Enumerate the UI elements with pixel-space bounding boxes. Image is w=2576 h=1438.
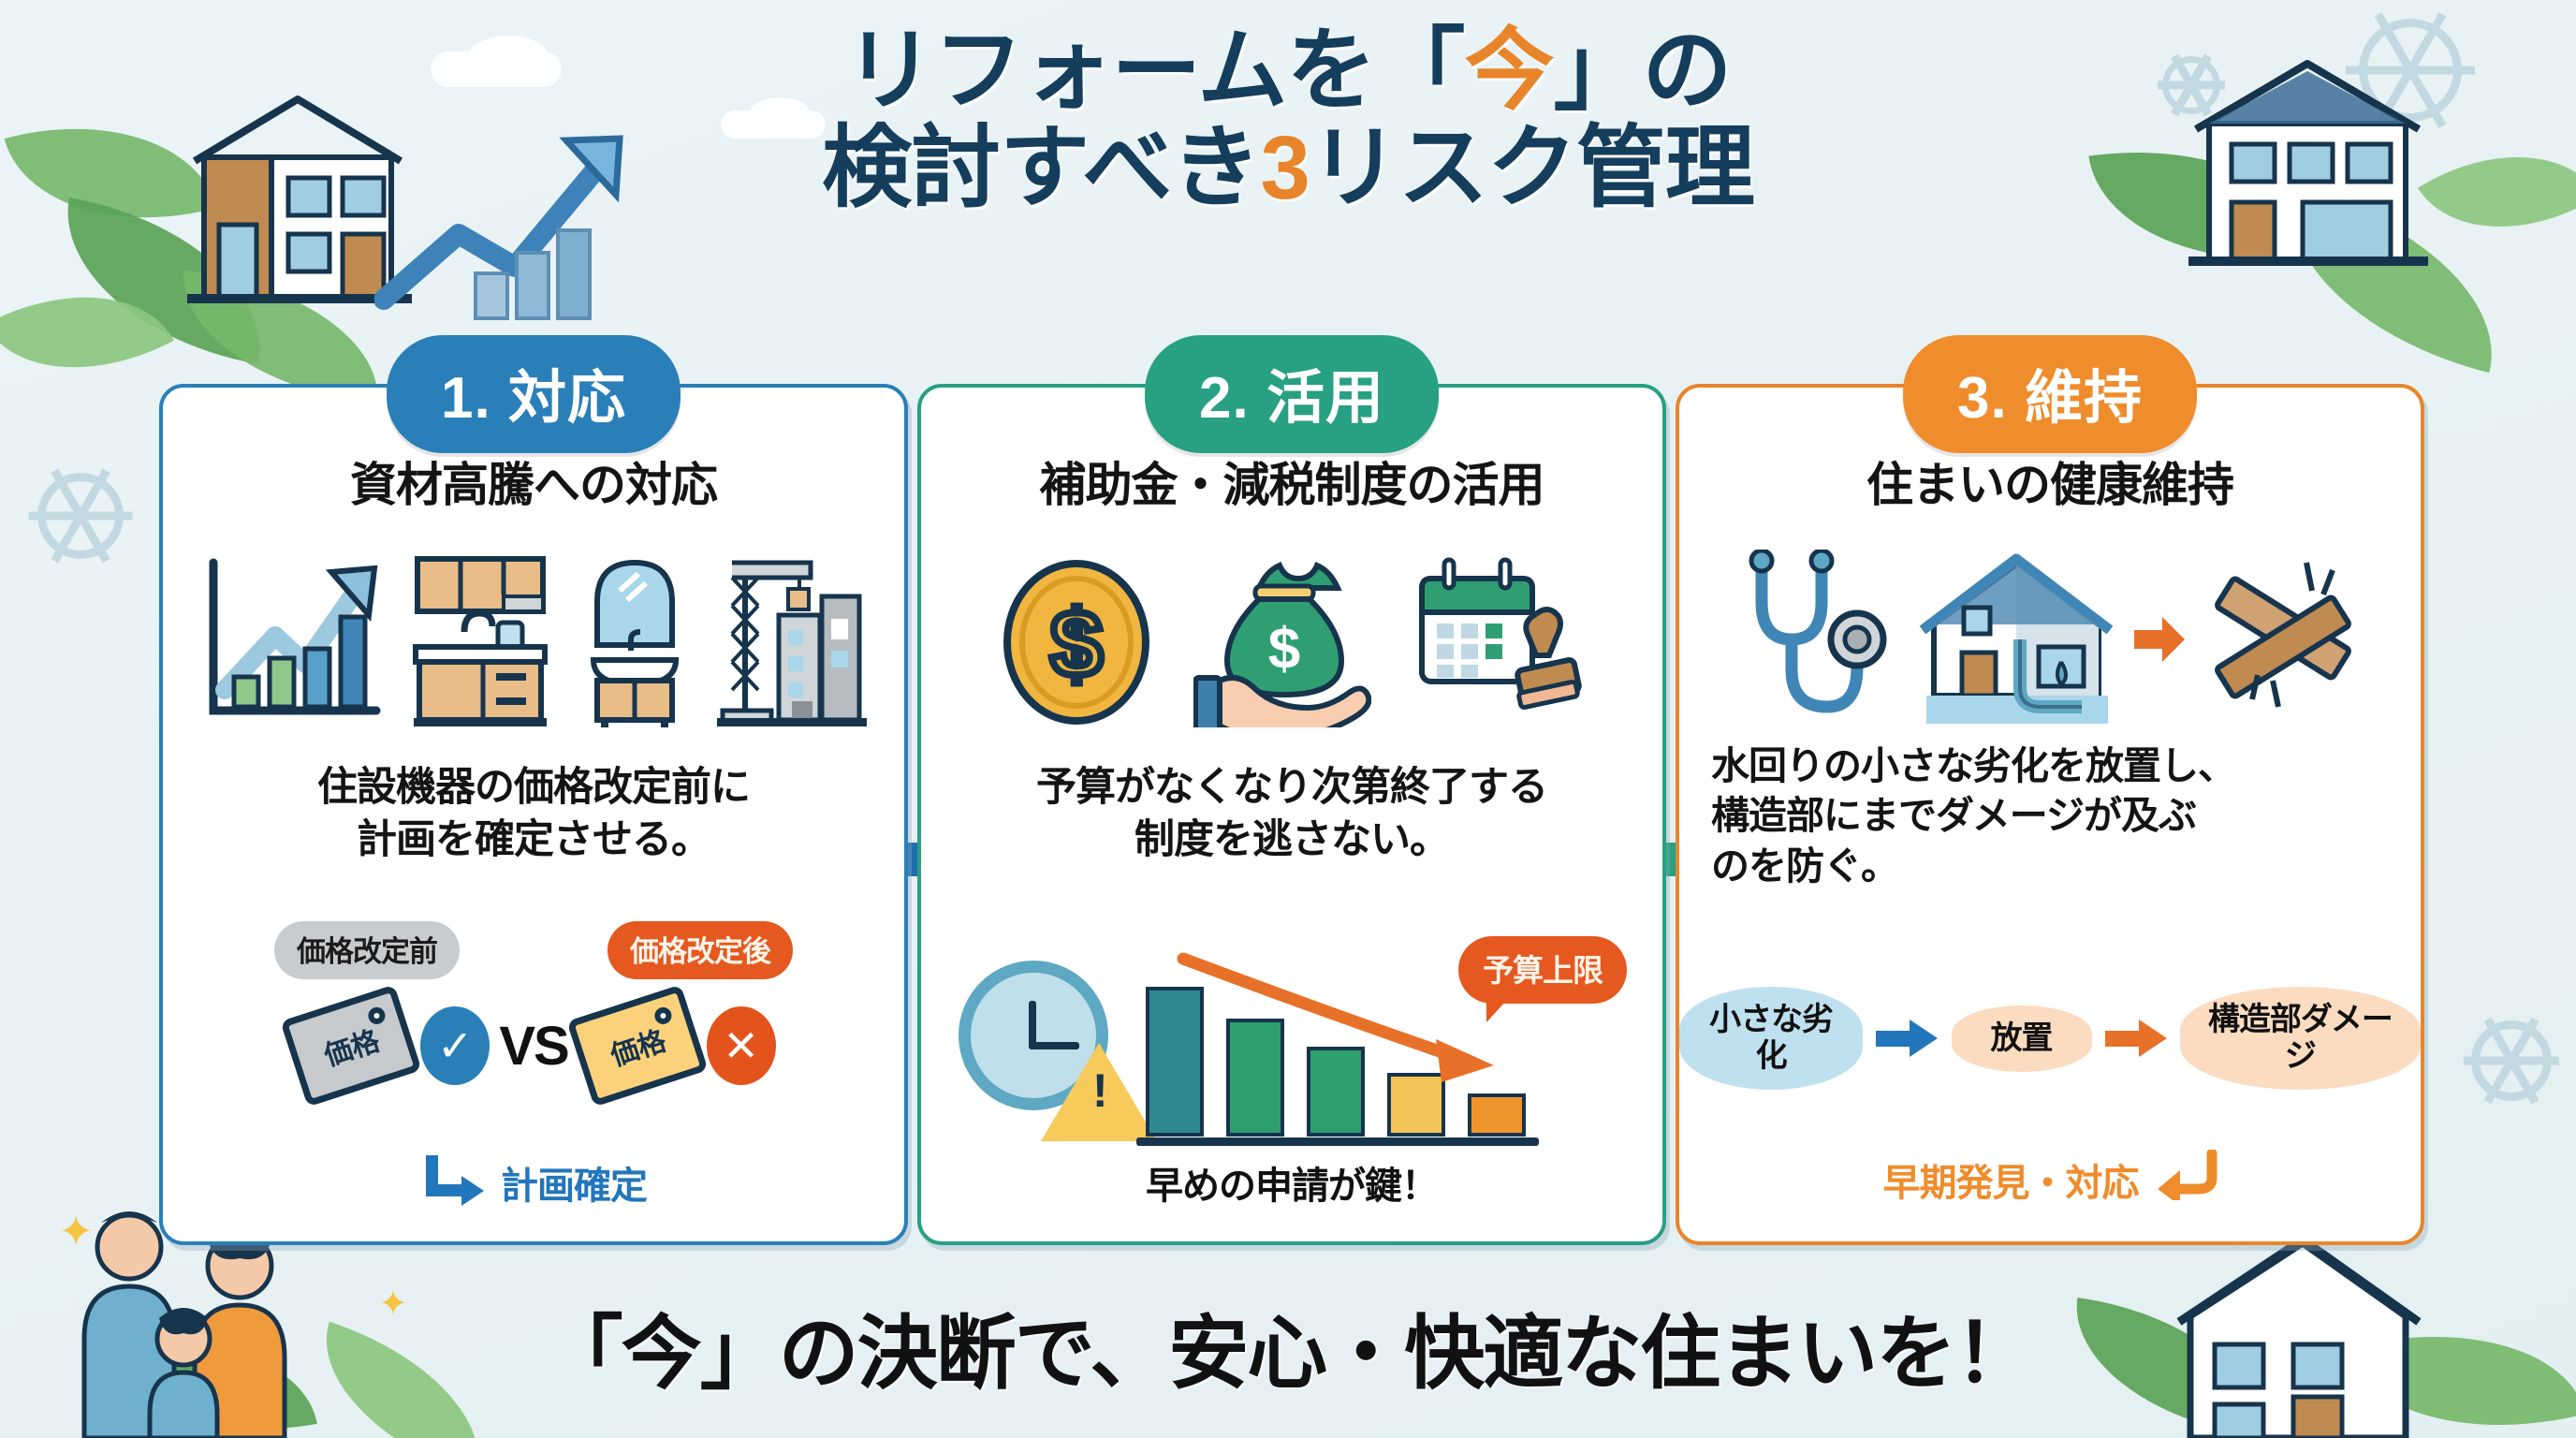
- card-1-footer-label: 計画確定: [501, 1166, 648, 1207]
- gear-icon: [2162, 53, 2220, 117]
- card-2-heading: 補助金・減税制度の活用: [1039, 459, 1545, 511]
- card-response[interactable]: 1. 対応 資材高騰への対応: [159, 335, 908, 1245]
- kitchen-cabinet-icon: [410, 550, 550, 732]
- curved-left-arrow-icon: [2152, 1148, 2217, 1210]
- rising-bar-chart-icon: [200, 550, 388, 732]
- corner-arrow-icon: [420, 1155, 488, 1210]
- family-illustration: [56, 1198, 365, 1438]
- pill-before-price-revision: 価格改定前: [274, 921, 460, 979]
- budget-limit-bubble: 予算上限: [1458, 936, 1627, 1022]
- card-3-body: 水回りの小さな劣化を放置し、 構造部にまでダメージが及ぶ のを防ぐ。: [1679, 741, 2421, 891]
- budget-decline-chart: [1136, 968, 1539, 1146]
- card-3-body-line-1: 水回りの小さな劣化を放置し、: [1711, 744, 2236, 787]
- svg-text:$: $: [1050, 592, 1103, 697]
- house-illustration-bottom-right: [2153, 1226, 2434, 1438]
- cloud-icon: [468, 36, 549, 79]
- chart-bar: [1146, 987, 1204, 1137]
- card-utilize[interactable]: 2. 活用 補助金・減税制度の活用 $ $: [917, 335, 1666, 1245]
- card-2-body-line-2: 制度を逃さない。: [1134, 816, 1450, 862]
- svg-text:$: $: [1268, 617, 1300, 682]
- damage-progression-chain: 小さな劣化 放置 構造部ダメージ: [1679, 987, 2421, 1091]
- sparkle-icon: ✦: [58, 1207, 95, 1255]
- chart-bar: [1226, 1019, 1284, 1137]
- card-2-badge: 2. 活用: [1145, 335, 1439, 453]
- gold-coin-icon: $: [997, 554, 1156, 732]
- vs-label: VS: [499, 1015, 569, 1077]
- calendar-stamp-icon: [1409, 554, 1587, 732]
- chain-chip-minor-damage: 小さな劣化: [1679, 987, 1864, 1091]
- hand-money-bag-icon: $: [1193, 554, 1372, 741]
- crane-building-icon: [717, 550, 867, 732]
- price-tag-before: 価格: [280, 984, 423, 1108]
- chart-baseline: [1136, 1137, 1539, 1146]
- gear-icon: [2471, 1017, 2552, 1105]
- card-maintain[interactable]: 3. 維持 住まいの健康維持: [1676, 335, 2424, 1245]
- title-line-2: 検討すべき3リスク管理: [0, 117, 2576, 218]
- broken-beam-icon: [2203, 550, 2363, 732]
- price-tag-before-label: 価格: [320, 1025, 385, 1073]
- chart-bar: [1387, 1073, 1445, 1137]
- title-line1-part-b: 」の: [1553, 21, 1733, 121]
- title-line2-part-b: リスク管理: [1309, 117, 1755, 218]
- gear-icon: [37, 468, 124, 564]
- card-3-heading: 住まいの健康維持: [1866, 459, 2234, 511]
- title-line2-accent: 3: [1260, 117, 1310, 218]
- card-3-badge: 3. 維持: [1903, 335, 2197, 453]
- card-1-body: 住設機器の価格改定前に 計画を確定させる。: [163, 762, 904, 867]
- sparkle-icon: ✦: [378, 1284, 408, 1324]
- warning-triangle-icon: !: [1041, 1043, 1157, 1141]
- cross-icon: ✕: [706, 1006, 776, 1085]
- card-2-body: 予算がなくなり次第終了する 制度を逃さない。: [921, 762, 1662, 867]
- price-tag-after-label: 価格: [607, 1025, 670, 1073]
- title-line1-accent: 今: [1464, 21, 1555, 121]
- card-1-body-line-1: 住設機器の価格改定前に: [317, 765, 751, 810]
- growth-arrow-illustration: [373, 112, 655, 328]
- page-title: リフォームを「今」の 検討すべき3リスク管理: [0, 22, 2576, 216]
- title-line2-part-a: 検討すべき: [822, 117, 1261, 218]
- stethoscope-icon: [1737, 548, 1887, 732]
- card-2-footer: 早めの申請が鍵！: [921, 1155, 1662, 1210]
- card-1-footer: 計画確定: [163, 1155, 904, 1210]
- bottom-banner: 「今」の決断で、安心・快適な住まいを！: [542, 1309, 2036, 1399]
- arrow-right-icon: [1876, 1020, 1939, 1058]
- bathroom-vanity-icon: [573, 550, 695, 732]
- title-line1-part-a: リフォームを「: [844, 21, 1465, 121]
- price-tag-after: 価格: [565, 984, 709, 1108]
- card-1-body-line-2: 計画を確定させる。: [357, 816, 711, 862]
- orange-arrow-icon: [2132, 550, 2188, 732]
- card-3-footer: 早期発見・対応: [1679, 1148, 2421, 1210]
- card-1-heading: 資材高騰への対応: [350, 459, 718, 511]
- card-3-icon-row: [1679, 526, 2421, 732]
- card-2-body-line-1: 予算がなくなり次第終了する: [1036, 765, 1548, 810]
- card-1-badge: 1. 対応: [387, 335, 681, 453]
- price-comparison-row: 価格 ✓ VS 価格 ✕: [163, 984, 904, 1108]
- card-3-footer-label: 早期発見・対応: [1882, 1163, 2140, 1204]
- chart-bar: [1307, 1047, 1365, 1137]
- risk-cards-container: 1. 対応 資材高騰への対応: [159, 335, 2424, 1255]
- title-line-1: リフォームを「今」の: [0, 22, 2576, 120]
- cloud-icon: [749, 97, 811, 131]
- card-3-body-line-3: のを防ぐ。: [1711, 844, 1899, 888]
- pill-after-price-revision: 価格改定後: [607, 921, 793, 979]
- house-illustration-right: [2172, 43, 2443, 277]
- house-leak-pipe-icon: [1902, 550, 2117, 732]
- card-1-icon-row: [163, 526, 904, 732]
- chain-chip-neglect: 放置: [1951, 1005, 2092, 1072]
- gear-icon: [2359, 11, 2462, 129]
- house-illustration-left: [178, 84, 421, 318]
- chart-bar: [1468, 1093, 1526, 1137]
- chain-chip-structural-damage: 構造部ダメージ: [2179, 987, 2421, 1091]
- card-3-body-line-2: 構造部にまでダメージが及ぶ: [1711, 794, 2197, 838]
- card-2-footer-label: 早めの申請が鍵！: [1146, 1166, 1439, 1207]
- declining-trend-arrow-icon: [1174, 949, 1539, 1090]
- arrow-right-icon: [2104, 1020, 2167, 1058]
- check-icon: ✓: [420, 1006, 490, 1085]
- card-2-icon-row: $ $: [921, 526, 1662, 741]
